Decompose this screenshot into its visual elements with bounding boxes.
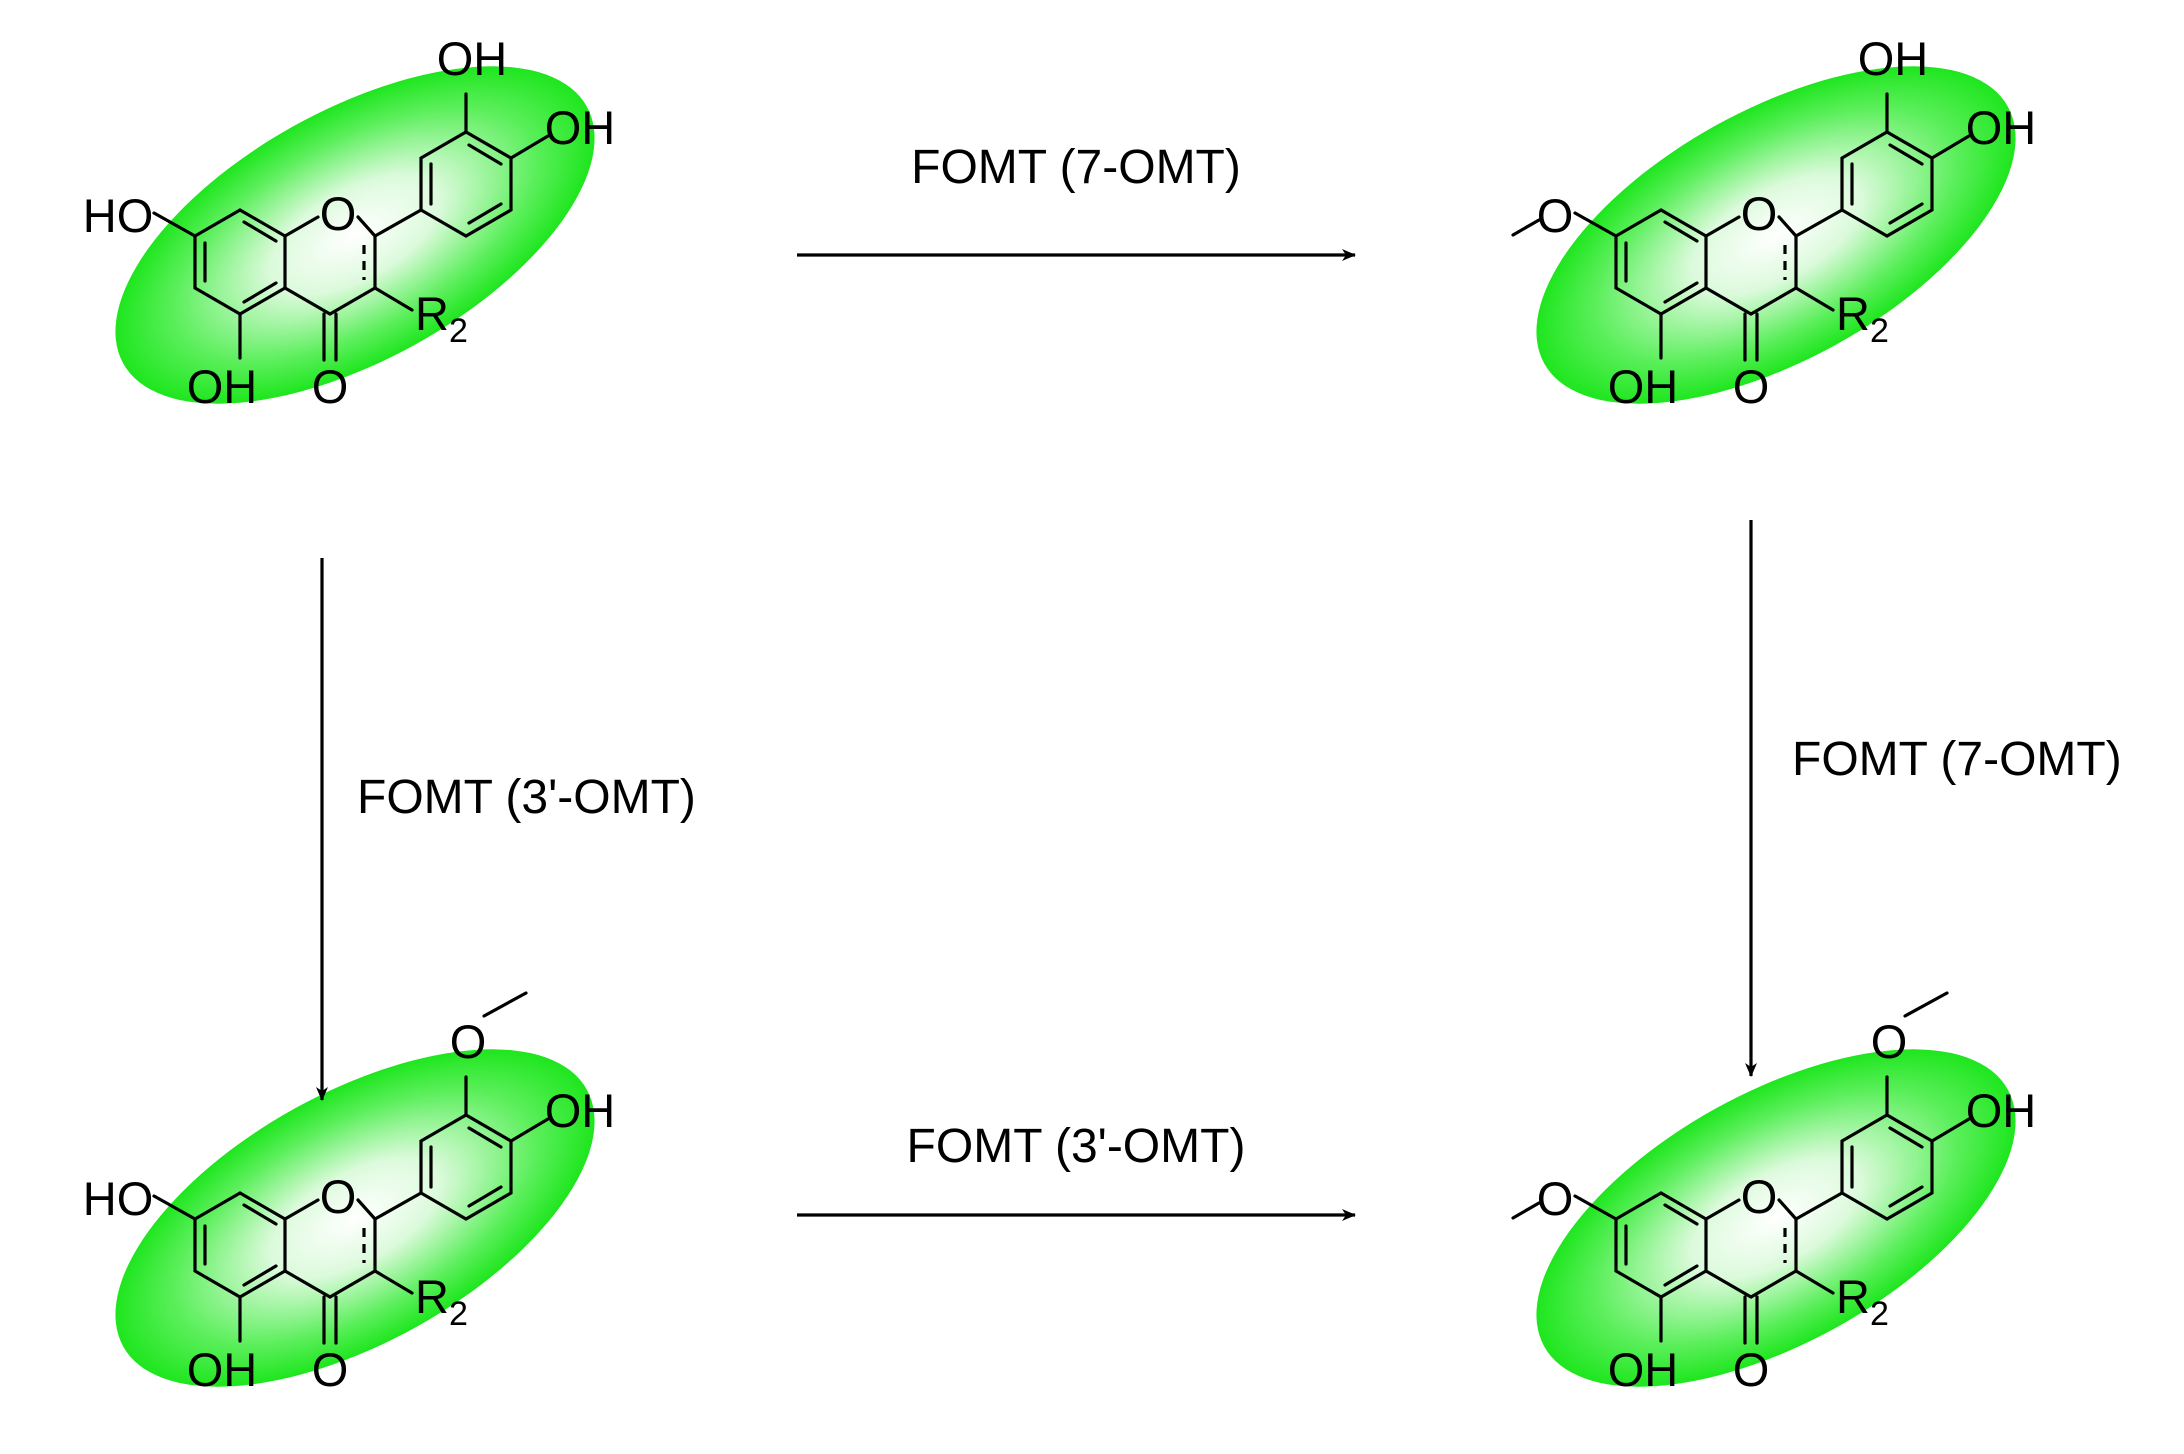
carbonyl-oxygen: O bbox=[312, 1343, 349, 1396]
methoxy-7-oxygen: O bbox=[1537, 189, 1574, 242]
reaction-label-bottom: FOMT (3'-OMT) bbox=[907, 1120, 1246, 1173]
methoxy-3p-oxygen: O bbox=[450, 1015, 487, 1068]
reaction-label-right: FOMT (7-OMT) bbox=[1792, 733, 2122, 786]
substituent-5-oh: OH bbox=[187, 1343, 258, 1396]
ring-oxygen: O bbox=[320, 187, 357, 240]
reaction-label-top: FOMT (7-OMT) bbox=[911, 141, 1241, 194]
compound-1: O O OH HO OH OH R2 bbox=[83, 32, 616, 413]
substituent-5-oh: OH bbox=[1608, 360, 1679, 413]
compound-4: O O OH O O OH R2 bbox=[1511, 991, 2037, 1396]
substituent-4p-oh: OH bbox=[1966, 1084, 2037, 1137]
substituent-3p-oh: OH bbox=[1858, 32, 1929, 85]
ring-oxygen: O bbox=[1741, 1170, 1778, 1223]
ring-oxygen: O bbox=[1741, 187, 1778, 240]
substituent-4p-oh: OH bbox=[545, 101, 616, 154]
methoxy-3p-oxygen: O bbox=[1871, 1015, 1908, 1068]
substituent-5-oh: OH bbox=[1608, 1343, 1679, 1396]
r2-group: R2 bbox=[415, 287, 468, 350]
r2-group: R2 bbox=[415, 1270, 468, 1333]
substituent-4p-oh: OH bbox=[1966, 101, 2037, 154]
highlight-ellipse bbox=[115, 1049, 595, 1387]
methoxy-7-oxygen: O bbox=[1537, 1172, 1574, 1225]
carbonyl-oxygen: O bbox=[312, 360, 349, 413]
substituent-5-oh: OH bbox=[187, 360, 258, 413]
reaction-label-left: FOMT (3'-OMT) bbox=[357, 771, 696, 824]
compound-2: O O OH O OH OH R2 bbox=[1511, 32, 2037, 413]
substituent-7-ho: HO bbox=[83, 1172, 154, 1225]
carbonyl-oxygen: O bbox=[1733, 360, 1770, 413]
r2-group: R2 bbox=[1836, 287, 1889, 350]
highlight-ellipse bbox=[1536, 1049, 2016, 1387]
substituent-4p-oh: OH bbox=[545, 1084, 616, 1137]
highlight-ellipse bbox=[1536, 66, 2016, 404]
r2-group: R2 bbox=[1836, 1270, 1889, 1333]
compound-3: O O OH HO O OH R2 bbox=[83, 991, 616, 1396]
highlight-ellipse bbox=[115, 66, 595, 404]
ring-oxygen: O bbox=[320, 1170, 357, 1223]
substituent-3p-oh: OH bbox=[437, 32, 508, 85]
substituent-7-ho: HO bbox=[83, 189, 154, 242]
carbonyl-oxygen: O bbox=[1733, 1343, 1770, 1396]
